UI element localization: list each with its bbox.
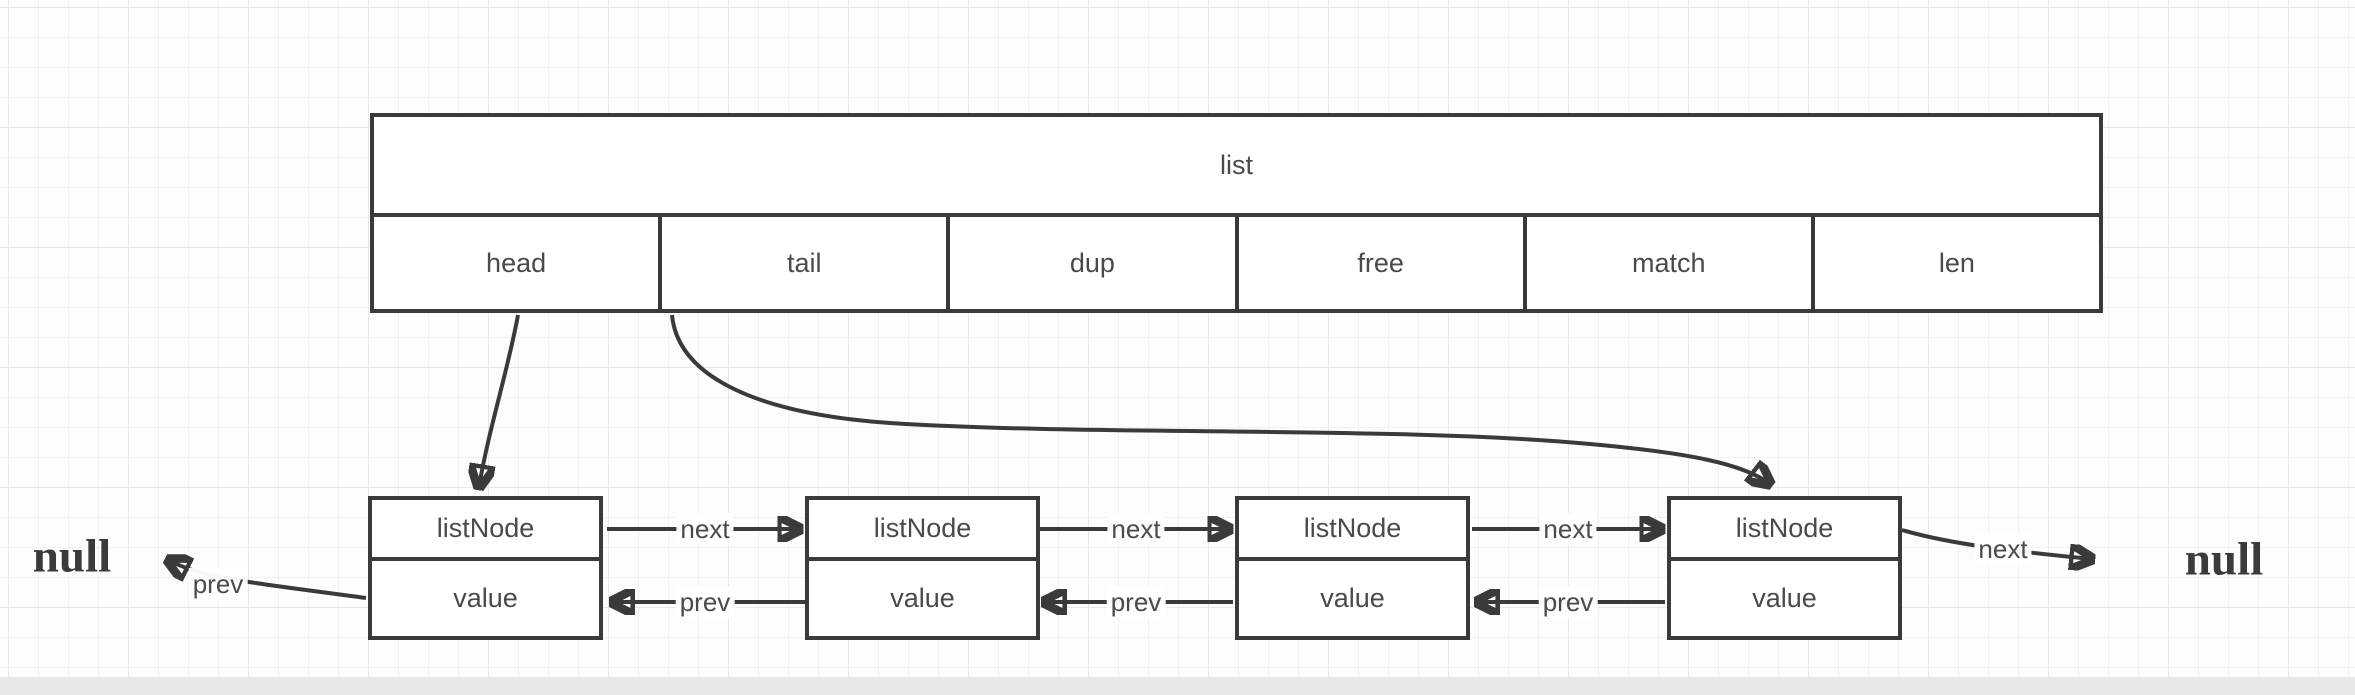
node-title: listNode	[372, 500, 599, 561]
node-title: listNode	[1671, 500, 1898, 561]
null-terminal-left: null	[32, 530, 112, 583]
field-cell-dup[interactable]: dup	[946, 217, 1234, 309]
list-struct-fields-row: head tail dup free match len	[374, 217, 2099, 309]
prev-edge-label[interactable]: prev	[188, 568, 248, 600]
list-struct-title: list	[374, 117, 2099, 217]
null-terminal-right: null	[2184, 533, 2264, 586]
prev-edge-label[interactable]: prev	[1106, 586, 1166, 618]
prev-edge-label[interactable]: prev	[675, 586, 735, 618]
next-edge-label[interactable]: next	[1539, 513, 1597, 545]
field-cell-len[interactable]: len	[1810, 217, 2099, 309]
list-node-box-3[interactable]: listNode value	[1235, 496, 1470, 640]
node-title: listNode	[809, 500, 1036, 561]
field-cell-match[interactable]: match	[1522, 217, 1811, 309]
field-cell-tail[interactable]: tail	[658, 217, 946, 309]
head-pointer-arrow[interactable]	[479, 314, 520, 487]
list-node-box-2[interactable]: listNode value	[805, 496, 1040, 640]
prev-edge-label[interactable]: prev	[1538, 586, 1598, 618]
node-value: value	[890, 583, 955, 613]
list-node-box-1[interactable]: listNode value	[368, 496, 603, 640]
node-value: value	[453, 583, 518, 613]
canvas-bottom-band	[0, 677, 2355, 695]
node-value: value	[1752, 583, 1817, 613]
next-edge-label[interactable]: next	[1974, 533, 2032, 565]
list-struct-box[interactable]: list head tail dup free match len	[370, 113, 2103, 313]
list-node-box-4[interactable]: listNode value	[1667, 496, 1902, 640]
next-edge-label[interactable]: next	[1107, 513, 1165, 545]
tail-pointer-arrow[interactable]	[670, 314, 1770, 484]
node-value: value	[1320, 583, 1385, 613]
next-edge-label[interactable]: next	[676, 513, 734, 545]
field-cell-head[interactable]: head	[486, 247, 547, 278]
field-cell-free[interactable]: free	[1234, 217, 1523, 309]
node-title: listNode	[1239, 500, 1466, 561]
